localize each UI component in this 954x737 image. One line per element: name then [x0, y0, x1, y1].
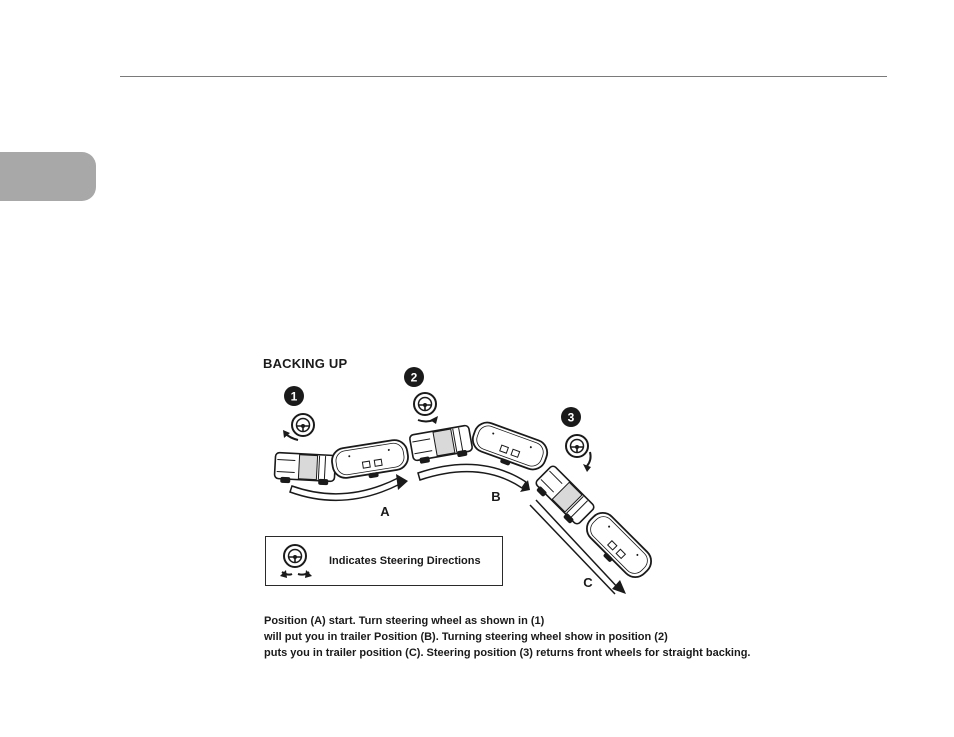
legend-text: Indicates Steering Directions — [329, 555, 481, 567]
step-2-number: 2 — [411, 371, 418, 385]
truck-position-c — [532, 465, 596, 529]
path-arrow-a — [290, 478, 400, 500]
path-arrow-b — [418, 464, 526, 488]
truck-position-b — [409, 425, 473, 465]
position-a-label: A — [380, 504, 390, 519]
step-3-number: 3 — [568, 411, 575, 425]
turn-arrow-3-icon — [587, 452, 591, 466]
caption-line-3: puts you in trailer position (C). Steeri… — [264, 645, 750, 661]
position-c-label: C — [583, 575, 593, 590]
caption-line-2: will put you in trailer Position (B). Tu… — [264, 629, 750, 645]
steering-wheel-1-icon — [292, 414, 314, 436]
step-2-marker: 2 — [404, 367, 424, 387]
steering-wheel-3-icon — [566, 435, 588, 457]
turn-arrow-1-icon — [286, 434, 298, 440]
figure-caption: Position (A) start. Turn steering wheel … — [264, 613, 750, 661]
truck-position-a — [274, 452, 335, 485]
step-1-number: 1 — [291, 390, 298, 404]
trailer-position-c — [579, 508, 657, 586]
steering-wheel-2-icon — [414, 393, 436, 415]
caption-line-1: Position (A) start. Turn steering wheel … — [264, 613, 750, 629]
position-b-label: B — [491, 489, 500, 504]
step-3-marker: 3 — [561, 407, 581, 427]
step-1-marker: 1 — [284, 386, 304, 406]
legend-box: Indicates Steering Directions — [265, 536, 503, 586]
